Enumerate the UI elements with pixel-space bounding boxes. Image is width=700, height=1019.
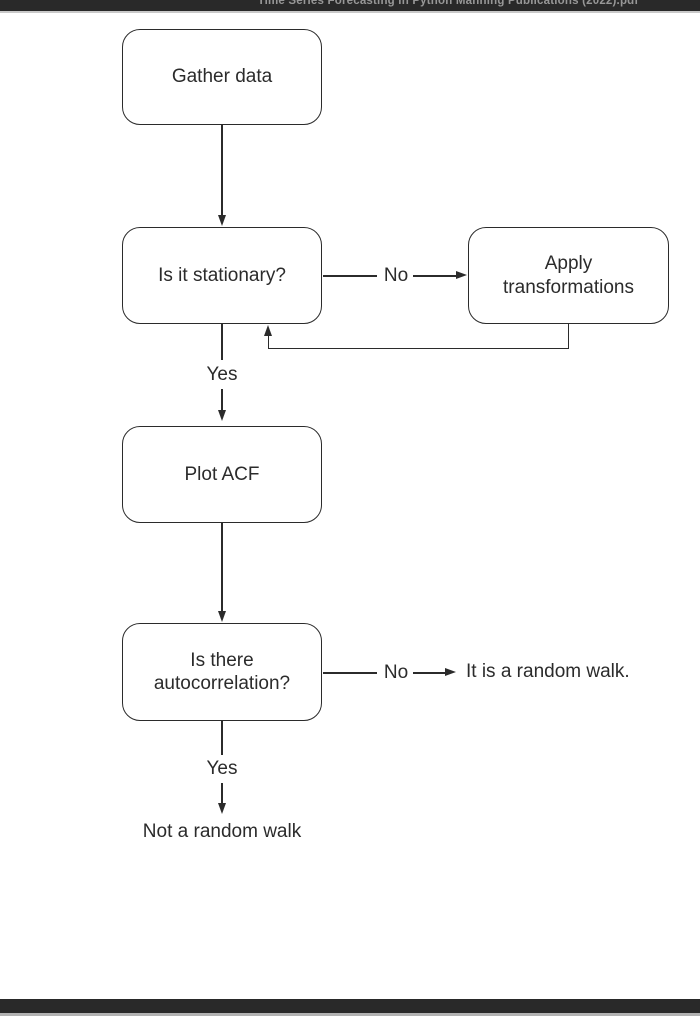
outcome-not-random-walk: Not a random walk (142, 821, 302, 842)
connector-stationary-to-transform-right (413, 275, 456, 277)
node-gather-data-label: Gather data (171, 66, 273, 88)
connector-stationary-to-transform-arrowhead (456, 271, 467, 279)
connector-loop-up (267, 335, 269, 348)
node-apply-transformations-label-line1: Apply (544, 253, 593, 275)
connector-loop-horizontal (268, 347, 569, 349)
connector-plotacf-to-autocorr-arrowhead (217, 611, 226, 622)
connector-plotacf-to-autocorr (221, 523, 223, 611)
node-gather-data: Gather data (122, 29, 322, 125)
connector-stationary-to-plotacf-top (221, 324, 223, 360)
connector-autocorr-to-notrandom-top (221, 721, 223, 755)
titlebar-separator (0, 11, 700, 13)
edge-label-no-stationary: No (377, 265, 415, 287)
edge-label-no-autocorr: No (377, 662, 415, 684)
edge-label-yes-stationary: Yes (200, 364, 244, 386)
connector-autocorr-to-notrandom-arrowhead (217, 803, 226, 814)
connector-stationary-to-plotacf-arrowhead (217, 410, 226, 421)
node-apply-transformations: Apply transformations (468, 227, 669, 324)
connector-autocorr-to-randomwalk-arrowhead (445, 668, 456, 676)
node-apply-transformations-label-line2: transformations (503, 276, 634, 298)
connector-autocorr-to-notrandom-bottom (221, 783, 223, 803)
connector-gather-to-stationary-arrowhead (217, 215, 226, 226)
node-is-there-autocorrelation: Is there autocorrelation? (122, 623, 322, 721)
connector-autocorr-to-randomwalk-left (323, 672, 378, 674)
node-plot-acf-label: Plot ACF (184, 463, 260, 485)
window-titlebar[interactable]: Time Series Forecasting in Python Mannin… (0, 0, 700, 11)
connector-gather-to-stationary (221, 125, 223, 215)
connector-autocorr-to-randomwalk-right (413, 672, 445, 674)
node-is-it-stationary: Is it stationary? (122, 227, 322, 324)
bottom-toolbar (0, 999, 700, 1013)
connector-loop-down (567, 324, 570, 349)
edge-label-yes-autocorr: Yes (200, 758, 244, 780)
connector-loop-arrowhead (263, 324, 272, 336)
node-plot-acf: Plot ACF (122, 426, 322, 523)
outcome-random-walk: It is a random walk. (466, 661, 630, 682)
window-title: Time Series Forecasting in Python Mannin… (257, 0, 639, 7)
node-is-there-autocorrelation-label-line1: Is there (190, 649, 254, 671)
node-is-there-autocorrelation-label-line2: autocorrelation? (153, 673, 291, 694)
connector-stationary-to-transform-left (323, 275, 378, 277)
bottom-toolbar-separator (0, 1013, 700, 1016)
node-is-it-stationary-label: Is it stationary? (158, 264, 286, 286)
connector-stationary-to-plotacf-bottom (221, 389, 223, 410)
